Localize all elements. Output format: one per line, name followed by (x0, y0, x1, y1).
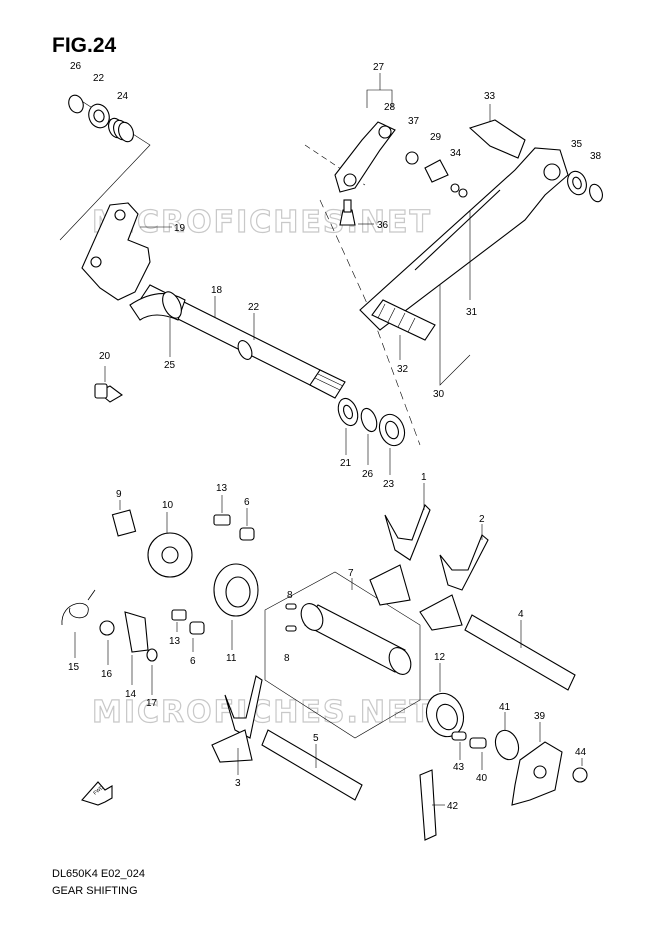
fwd-arrow-icon: FWD (81, 781, 113, 806)
callout-23: 23 (383, 479, 395, 490)
callout-5: 5 (313, 733, 319, 744)
callout-13: 13 (169, 636, 181, 647)
callout-37: 37 (408, 116, 420, 127)
callout-1: 1 (421, 472, 427, 483)
callout-22: 22 (93, 73, 105, 84)
callout-19: 19 (174, 223, 186, 234)
callout-6: 6 (244, 497, 250, 508)
callout-38: 38 (590, 151, 602, 162)
callout-15: 15 (68, 662, 80, 673)
callout-4: 4 (518, 609, 524, 620)
callout-39: 39 (534, 711, 546, 722)
callout-21: 21 (340, 458, 352, 469)
callout-18: 18 (211, 285, 223, 296)
callout-44: 44 (575, 747, 587, 758)
callout-11: 11 (226, 653, 237, 664)
callout-35: 35 (571, 139, 583, 150)
callout-34: 34 (450, 148, 462, 159)
shift-shaft-assembly (59, 94, 406, 475)
callout-22: 22 (248, 302, 260, 313)
callout-8: 8 (284, 653, 290, 664)
watermark-top: MICROFICHES.NET (92, 205, 432, 240)
callout-13: 13 (216, 483, 228, 494)
gearshift-lever-assembly (304, 73, 603, 446)
callout-8: 8 (287, 590, 293, 601)
callout-6: 6 (190, 656, 196, 667)
callout-17: 17 (146, 698, 158, 709)
callout-30: 30 (433, 389, 445, 400)
callout-41: 41 (499, 702, 511, 713)
callout-16: 16 (101, 669, 113, 680)
watermark-bottom: MICROFICHES.NET (92, 695, 432, 730)
callout-25: 25 (164, 360, 176, 371)
callout-28: 28 (384, 102, 396, 113)
callout-20: 20 (99, 351, 111, 362)
callout-42: 42 (447, 801, 459, 812)
callout-2: 2 (479, 514, 485, 525)
caption-code: DL650K4 E02_024 (52, 868, 145, 880)
callout-43: 43 (453, 762, 465, 773)
callout-3: 3 (235, 778, 241, 789)
callout-40: 40 (476, 773, 488, 784)
callout-33: 33 (484, 91, 496, 102)
callout-10: 10 (162, 500, 174, 511)
callout-26: 26 (362, 469, 374, 480)
callout-7: 7 (348, 568, 354, 579)
shift-drum-assembly: FWD (61, 483, 588, 841)
callout-27: 27 (373, 62, 385, 73)
callout-32: 32 (397, 364, 409, 375)
callout-29: 29 (430, 132, 442, 143)
callout-9: 9 (116, 489, 122, 500)
figure-title: FIG.24 (52, 34, 117, 57)
caption-name: GEAR SHIFTING (52, 885, 138, 897)
callout-labels: 26 22 24 19 18 22 25 20 21 26 23 27 28 3… (68, 61, 602, 812)
callout-26: 26 (70, 61, 82, 72)
callout-12: 12 (434, 652, 446, 663)
callout-24: 24 (117, 91, 129, 102)
callout-31: 31 (466, 307, 478, 318)
callout-14: 14 (125, 689, 137, 700)
callout-36: 36 (377, 220, 389, 231)
